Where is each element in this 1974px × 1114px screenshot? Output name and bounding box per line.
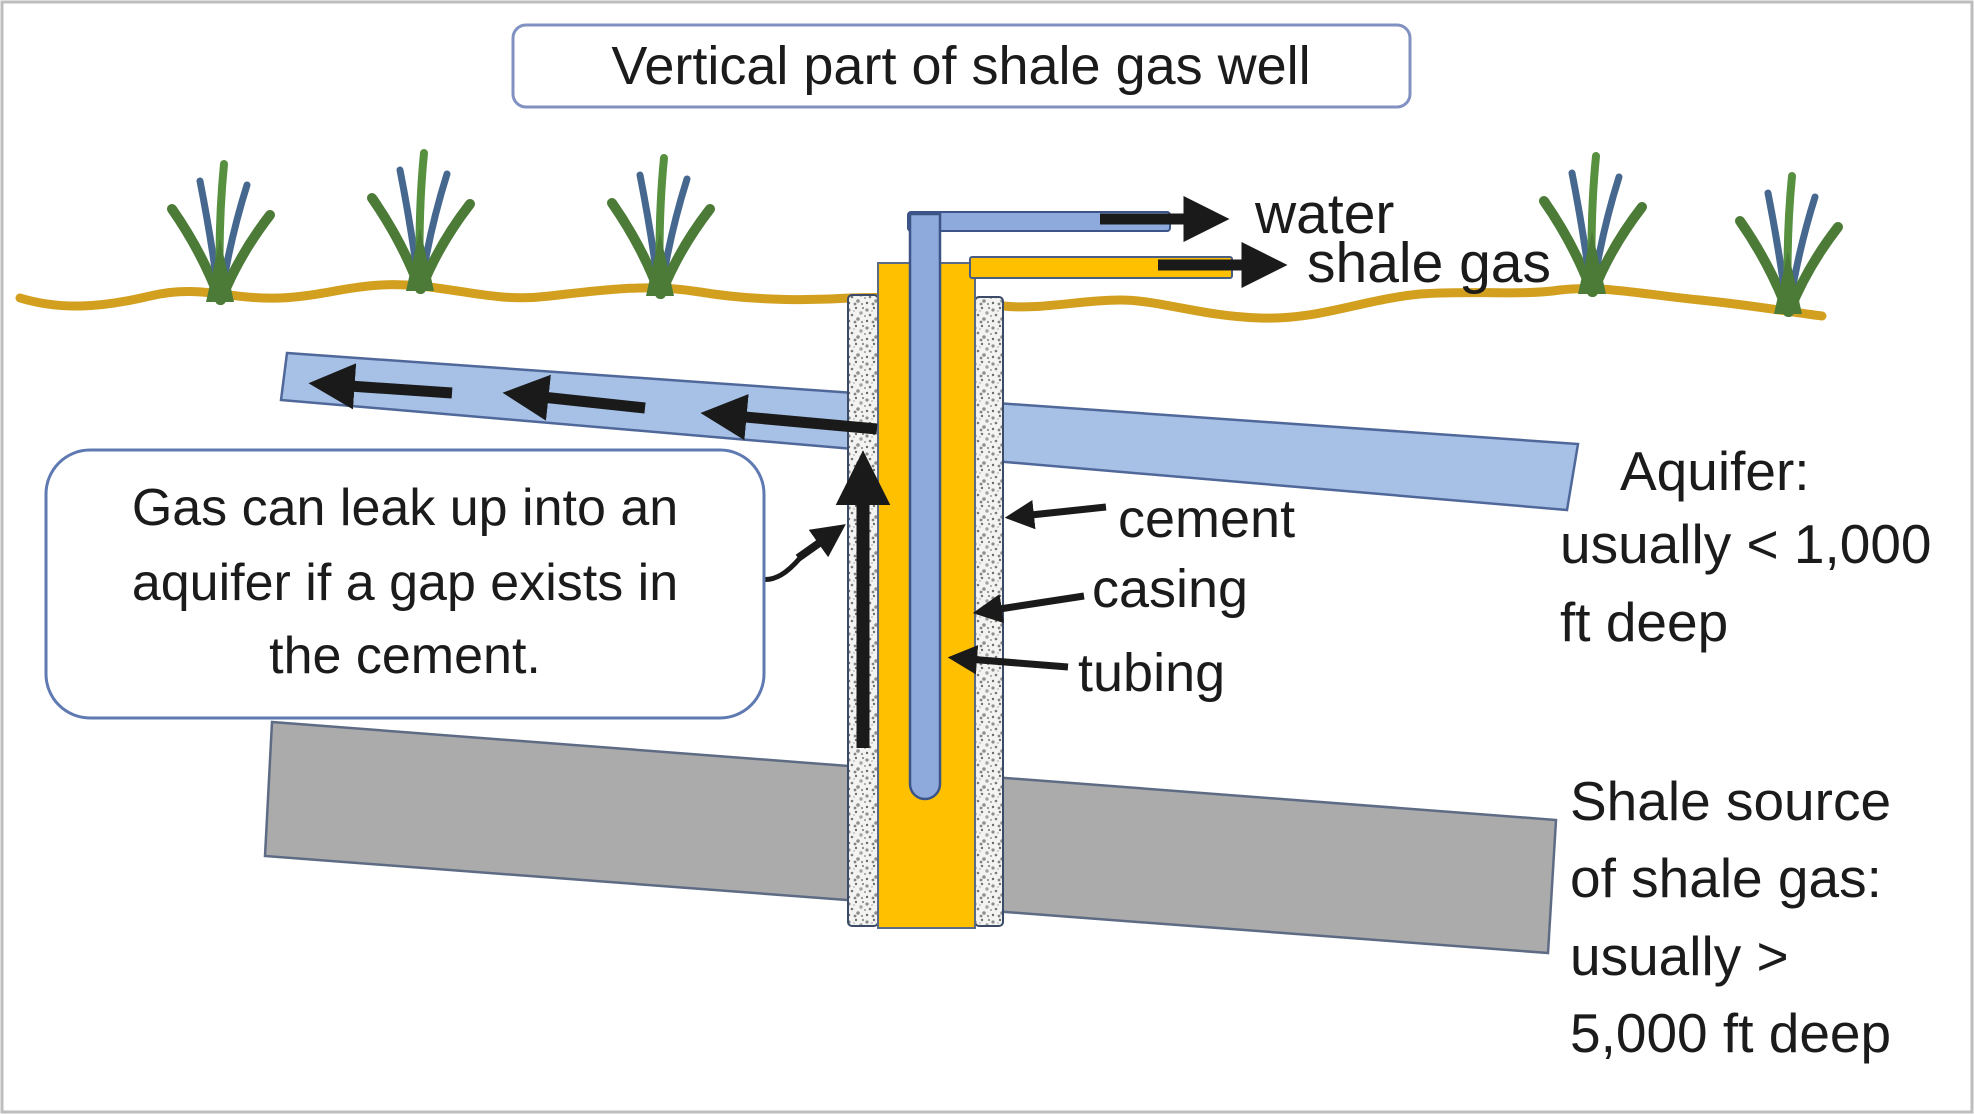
casing-label-arrow: [972, 592, 1085, 624]
water-label: water: [1254, 182, 1394, 246]
callout-line-2: aquifer if a gap exists in: [132, 554, 678, 612]
shale-note-line-4: 5,000 ft deep: [1570, 1002, 1891, 1064]
cement-label-arrow: [1004, 500, 1107, 530]
aquifer-leak-arrow-1: [308, 363, 453, 410]
shale-note-line-2: of shale gas:: [1570, 847, 1882, 909]
callout-line-1: Gas can leak up into an: [132, 479, 678, 537]
aquifer-note-line-2: usually < 1,000: [1560, 513, 1932, 575]
arrows: [308, 195, 1288, 748]
callout-pointer-arrow: [795, 524, 846, 562]
tubing-label: tubing: [1078, 643, 1225, 703]
casing-label: casing: [1092, 559, 1248, 619]
tubing-pipe: [908, 212, 942, 801]
page-title: Vertical part of shale gas well: [611, 36, 1310, 96]
callout-line-3: the cement.: [269, 627, 541, 685]
aquifer-note-line-3: ft deep: [1560, 591, 1728, 653]
tubing-label-arrow: [947, 645, 1069, 675]
callout-box: [44, 448, 766, 720]
cement-label: cement: [1118, 489, 1295, 549]
aquifer-note-line-1: Aquifer:: [1620, 440, 1810, 502]
aquifer-leak-arrow-3: [700, 394, 878, 441]
shale-note-line-1: Shale source: [1570, 770, 1891, 832]
title-box: [511, 23, 1412, 109]
aquifer-leak-arrow-2: [502, 374, 646, 421]
shale-gas-label: shale gas: [1307, 231, 1551, 295]
shale-note-line-3: usually >: [1570, 925, 1789, 987]
